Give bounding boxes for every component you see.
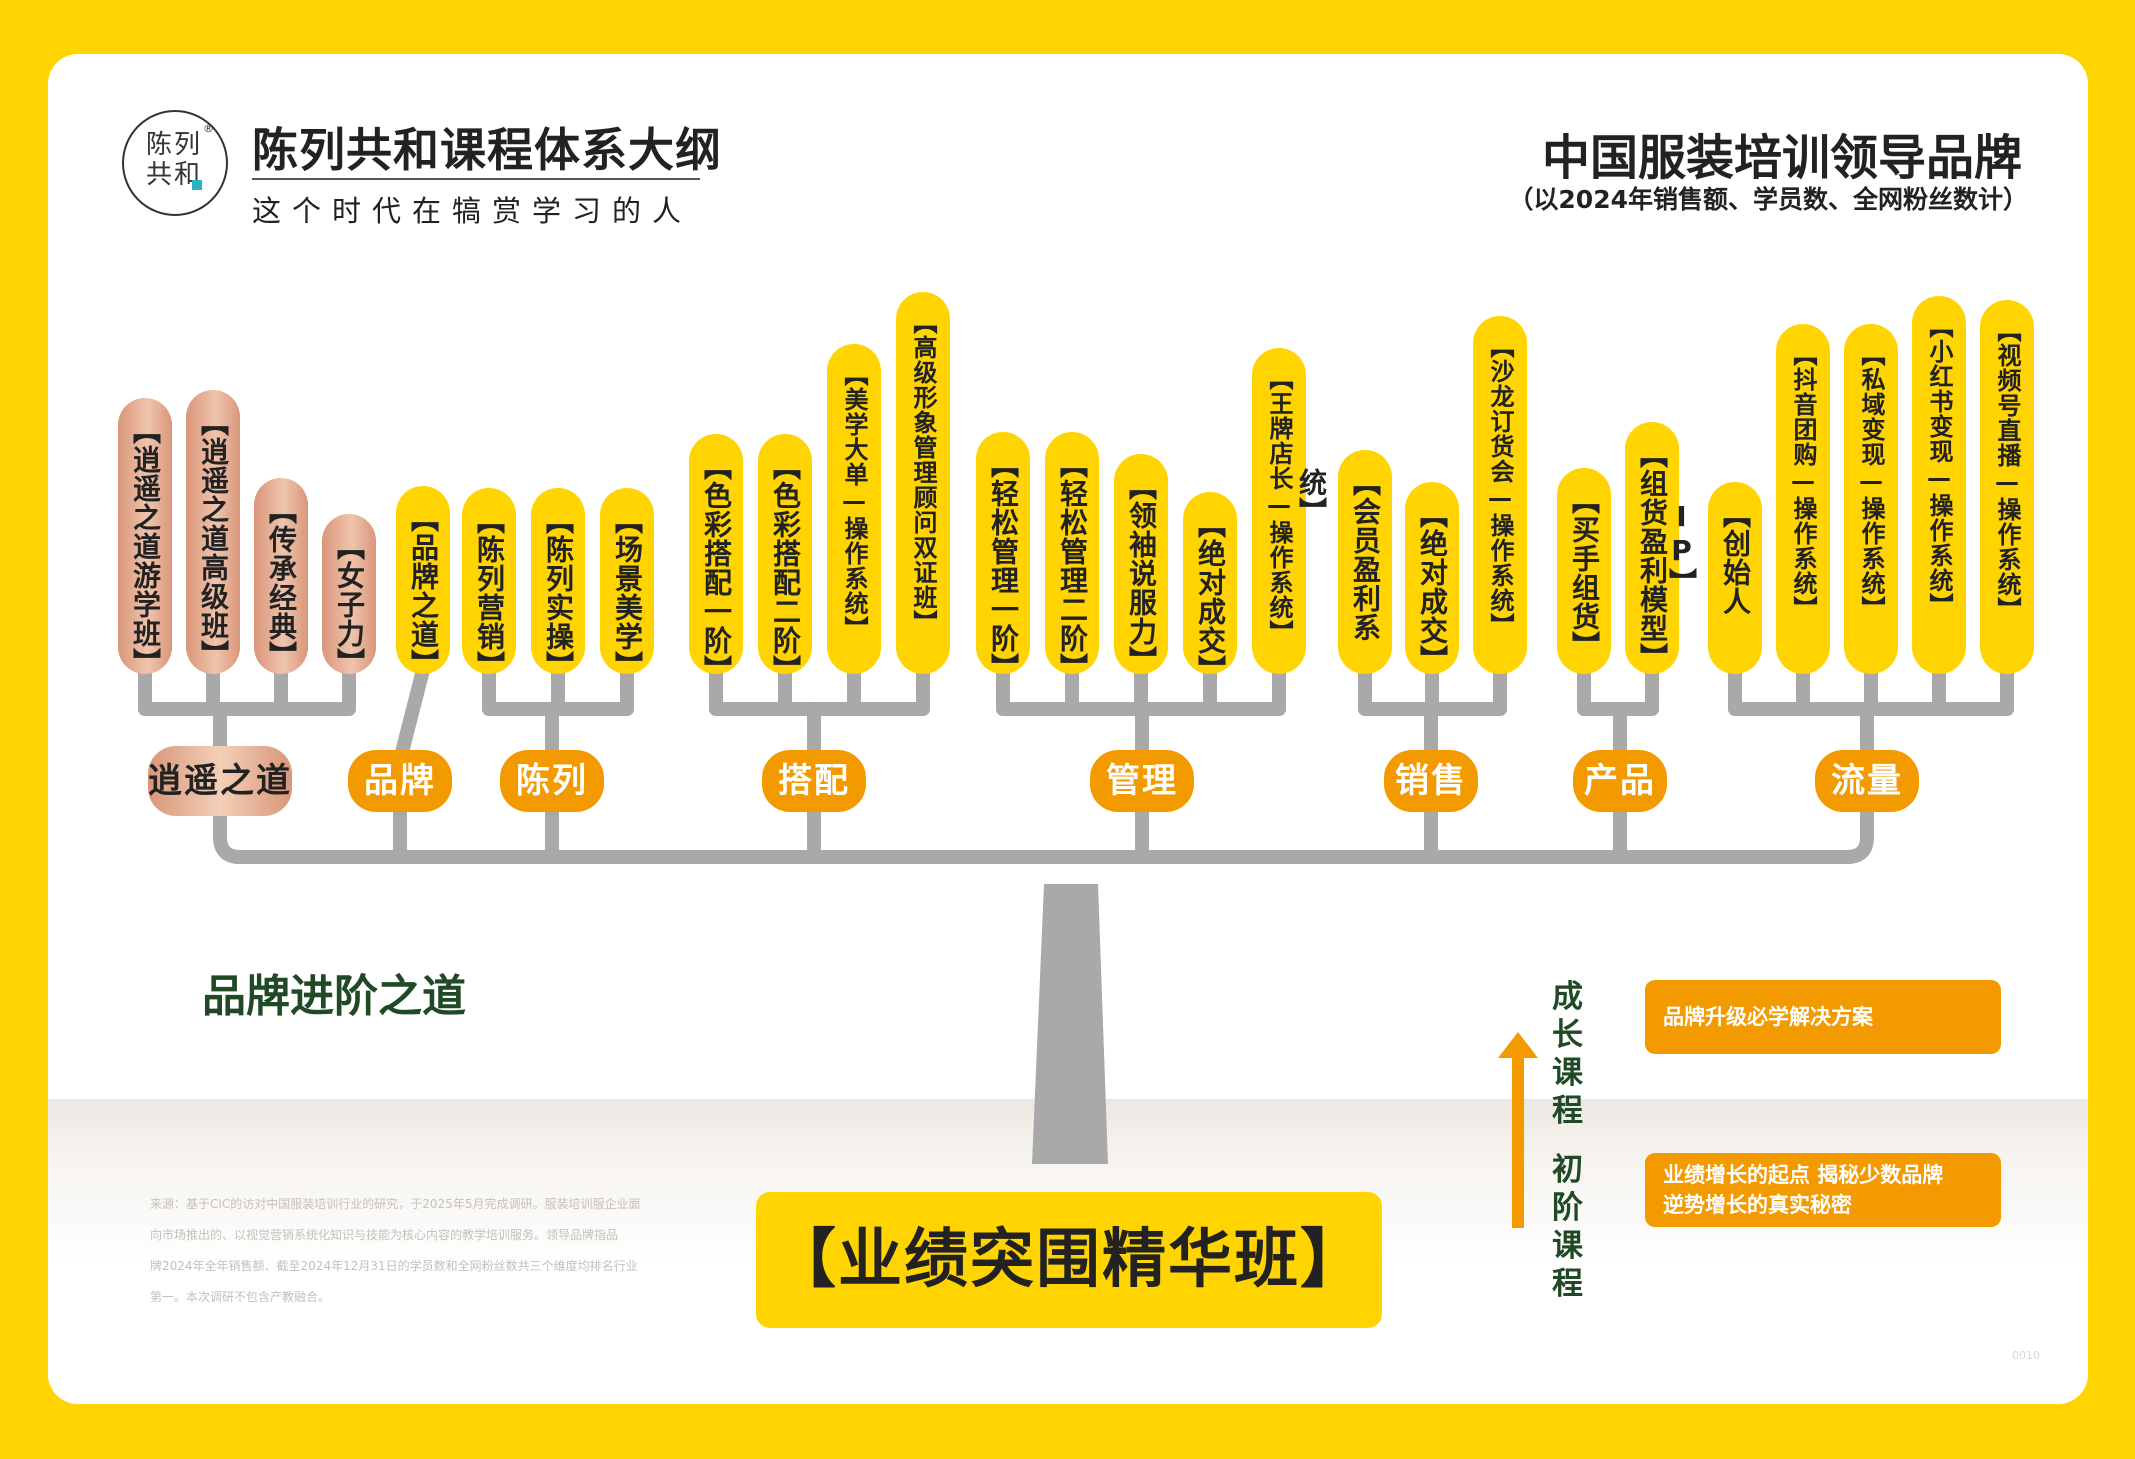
course-name: 【品牌之道】 bbox=[407, 504, 440, 678]
claim-title: 中国服装培训领导品牌 bbox=[1541, 130, 2022, 186]
section-title: 品牌进阶之道 bbox=[202, 971, 466, 1022]
course-pill: 【绝对成交】 bbox=[1405, 482, 1459, 674]
course-name: 【沙龙订货会—操作系统】 bbox=[1486, 334, 1514, 638]
level-desc-line: 业绩增长的起点 揭秘少数品牌 bbox=[1663, 1163, 1944, 1187]
course-name: 【逍遥之道高级班】 bbox=[197, 408, 230, 669]
course-name: 【组货盈利模型】 bbox=[1636, 440, 1669, 672]
course-name: 【陈列实操】 bbox=[542, 506, 575, 680]
course-name: 【创始人IP】 bbox=[1665, 500, 1752, 616]
course-pill: 【组货盈利模型】 bbox=[1625, 422, 1679, 674]
category-label: 逍遥之道 bbox=[148, 746, 292, 816]
course-pill: 【传承经典】 bbox=[254, 478, 308, 674]
org-subtitle: 这个时代在犒赏学习的人 bbox=[252, 194, 693, 228]
level-desc-basic: 业绩增长的起点 揭秘少数品牌 逆势增长的真实秘密 bbox=[1645, 1153, 2001, 1227]
course-pill: 【王牌店长—操作系统】 bbox=[1252, 348, 1306, 674]
course-pill: 【陈列实操】 bbox=[531, 488, 585, 680]
course-pill: 【轻松管理一阶】 bbox=[976, 432, 1030, 682]
course-name: 【小红书变现—操作系统】 bbox=[1925, 314, 1953, 618]
course-tree bbox=[138, 663, 2014, 1228]
course-name: 【领袖说服力】 bbox=[1125, 472, 1158, 675]
level-label-basic: 初阶课程 bbox=[1552, 1152, 1583, 1302]
course-name: 【色彩搭配二阶】 bbox=[769, 452, 802, 684]
source-line: 牌2024年全年销售额、截至2024年12月31日的学员数和全网粉丝数共三个维度… bbox=[150, 1259, 638, 1273]
source-line: 来源：基于CIC的访对中国服装培训行业的研究，于2025年5月完成调研。服装培训… bbox=[150, 1197, 641, 1211]
tree-trunk bbox=[1032, 884, 1108, 1164]
claim-subtitle: （以2024年销售额、学员数、全网粉丝数计） bbox=[1508, 185, 2028, 214]
category-label: 产品 bbox=[1573, 750, 1667, 812]
category-label: 流量 bbox=[1815, 750, 1919, 812]
level-desc-line: 逆势增长的真实秘密 bbox=[1663, 1193, 1852, 1217]
course-name: 【陈列营销】 bbox=[473, 506, 506, 680]
course-pill: 【色彩搭配一阶】 bbox=[689, 434, 743, 684]
org-title: 陈列共和课程体系大纲 bbox=[252, 123, 722, 177]
source-line: 第一。本次调研不包含产教融合。 bbox=[150, 1290, 331, 1304]
course-pill: 【抖音团购—操作系统】 bbox=[1776, 324, 1830, 674]
course-pill: 【视频号直播—操作系统】 bbox=[1980, 300, 2034, 674]
course-name: 【私域变现—操作系统】 bbox=[1857, 342, 1885, 621]
level-desc-growth: 品牌升级必学解决方案 bbox=[1645, 980, 2001, 1054]
logo-accent-square bbox=[192, 180, 202, 190]
course-pill: 【私域变现—操作系统】 bbox=[1844, 324, 1898, 674]
category-label: 陈列 bbox=[500, 750, 604, 812]
course-pill: 【美学大单—操作系统】 bbox=[827, 344, 881, 674]
course-pill: 【品牌之道】 bbox=[396, 486, 450, 678]
course-name: 【轻松管理一阶】 bbox=[987, 450, 1020, 682]
main-course-banner: 【业绩突围精华班】 bbox=[756, 1192, 1382, 1328]
course-pill: 【色彩搭配二阶】 bbox=[758, 434, 812, 684]
logo-glyphs: 陈列共和 bbox=[146, 130, 203, 190]
category-label: 品牌 bbox=[348, 750, 452, 812]
course-pill: 【逍遥之道高级班】 bbox=[186, 390, 240, 674]
course-pill: 【小红书变现—操作系统】 bbox=[1912, 296, 1966, 674]
level-label-growth: 成长课程 bbox=[1552, 979, 1583, 1129]
course-pill: 【陈列营销】 bbox=[462, 488, 516, 680]
course-pill: 【领袖说服力】 bbox=[1114, 454, 1168, 675]
course-pill: 【创始人IP】 bbox=[1665, 482, 1762, 674]
course-name: 【色彩搭配一阶】 bbox=[700, 452, 733, 684]
course-pill: 【绝对成交】 bbox=[1183, 492, 1237, 684]
category-label: 管理 bbox=[1090, 750, 1194, 812]
course-pill: 【会员盈利系统】 bbox=[1295, 450, 1392, 674]
growth-arrow-head bbox=[1498, 1032, 1538, 1058]
course-name: 【绝对成交】 bbox=[1194, 510, 1227, 684]
course-name: 【轻松管理二阶】 bbox=[1056, 450, 1089, 682]
branch-line bbox=[213, 803, 1874, 864]
growth-arrow-shaft bbox=[1512, 1056, 1524, 1228]
category-label: 搭配 bbox=[762, 750, 866, 812]
tree-branches bbox=[138, 663, 2014, 864]
course-name: 【高级形象管理顾问双证班】 bbox=[909, 310, 937, 635]
course-name: 【场景美学】 bbox=[611, 506, 644, 680]
course-name: 【女子力】 bbox=[333, 532, 366, 677]
course-name: 【美学大单—操作系统】 bbox=[840, 362, 868, 641]
course-pill: 【轻松管理二阶】 bbox=[1045, 432, 1099, 682]
level-desc-line: 品牌升级必学解决方案 bbox=[1663, 1005, 1873, 1029]
course-name: 【绝对成交】 bbox=[1416, 500, 1449, 674]
title-divider bbox=[252, 178, 700, 180]
branch-line bbox=[393, 663, 430, 767]
course-pill: 【场景美学】 bbox=[600, 488, 654, 680]
category-label: 销售 bbox=[1384, 750, 1478, 812]
course-name: 【会员盈利系统】 bbox=[1295, 468, 1382, 642]
course-pill: 【女子力】 bbox=[322, 514, 376, 677]
course-name: 【逍遥之道游学班】 bbox=[129, 416, 162, 677]
course-pill: 【买手组货】 bbox=[1557, 468, 1611, 674]
course-pill: 【逍遥之道游学班】 bbox=[118, 398, 172, 677]
source-line: 向市场推出的、以视觉营销系统化知识与技能为核心内容的教学培训服务。领导品牌指品 bbox=[150, 1228, 619, 1242]
course-name: 【传承经典】 bbox=[265, 496, 298, 670]
registered-mark-icon: ® bbox=[203, 122, 214, 135]
course-pill: 【沙龙订货会—操作系统】 bbox=[1473, 316, 1527, 674]
course-pill: 【高级形象管理顾问双证班】 bbox=[896, 292, 950, 674]
page-mark: 0010 bbox=[2012, 1349, 2040, 1362]
course-name: 【抖音团购—操作系统】 bbox=[1789, 342, 1817, 621]
course-name: 【王牌店长—操作系统】 bbox=[1265, 366, 1293, 645]
poster-card: 陈列共和 ® 陈列共和课程体系大纲 这个时代在犒赏学习的人 中国服装培训领导品牌… bbox=[48, 54, 2088, 1404]
brand-logo: 陈列共和 ® bbox=[122, 110, 228, 216]
course-name: 【视频号直播—操作系统】 bbox=[1993, 318, 2021, 622]
course-name: 【买手组货】 bbox=[1568, 486, 1601, 660]
